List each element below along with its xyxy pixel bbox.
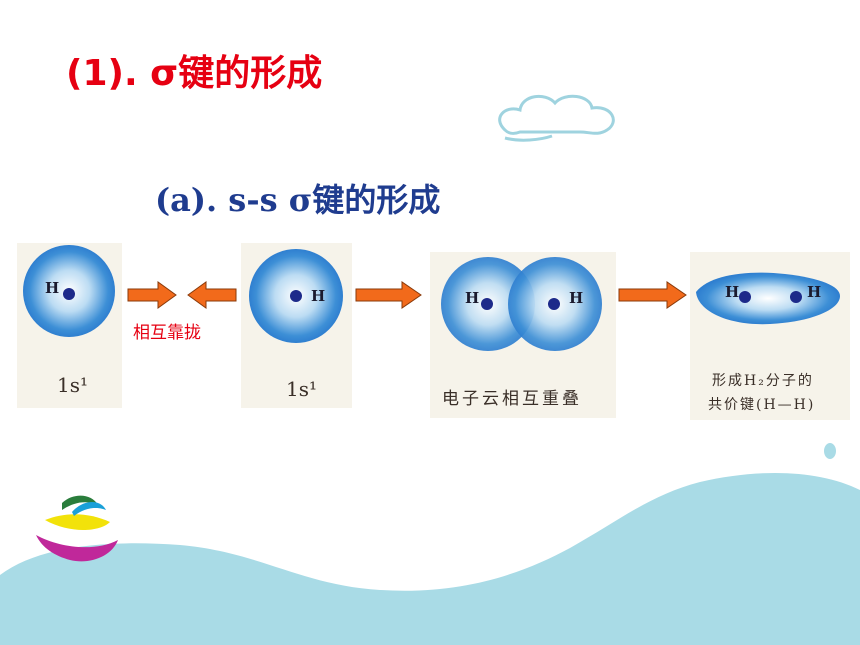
nucleus-dot bbox=[481, 298, 493, 310]
slide-subtitle: (a). s-s σ键的形成 bbox=[155, 181, 441, 219]
slide-title: (1). σ键的形成 bbox=[66, 53, 323, 94]
stage-panel-4: H H 形成H₂分子的 共价键(H—H) bbox=[690, 252, 850, 420]
nucleus-dot bbox=[63, 288, 75, 300]
boat-logo-icon bbox=[36, 495, 118, 562]
nucleus-dot bbox=[790, 291, 802, 303]
h2-molecule-diagram: H H bbox=[696, 272, 840, 325]
approach-label: 相互靠拢 bbox=[133, 323, 201, 343]
stage-caption-line-2: 共价键(H—H) bbox=[708, 397, 816, 413]
sea-wave bbox=[0, 472, 860, 645]
nucleus-dot bbox=[290, 290, 302, 302]
water-drop bbox=[824, 443, 836, 459]
atom-label: H bbox=[311, 287, 325, 305]
stage-caption: 电子云相互重叠 bbox=[442, 389, 582, 409]
stage-panel-2: H 1s¹ bbox=[241, 243, 352, 408]
stage-caption-line-1: 形成H₂分子的 bbox=[712, 373, 814, 389]
atom-label: H bbox=[45, 279, 59, 297]
atom-label: H bbox=[807, 283, 821, 301]
arrow-left-icon bbox=[187, 281, 237, 309]
stage-caption: 1s¹ bbox=[286, 377, 318, 401]
arrow-right-icon bbox=[355, 281, 422, 309]
cloud-icon bbox=[498, 94, 615, 142]
atom-label: H bbox=[465, 289, 479, 307]
atom-label: H bbox=[569, 289, 583, 307]
h-atom-diagram: H bbox=[23, 245, 115, 337]
approach-arrows bbox=[127, 281, 237, 309]
arrow-right-icon bbox=[618, 281, 687, 309]
stage-panel-1: H 1s¹ bbox=[17, 243, 122, 408]
overlap-diagram: H H bbox=[441, 257, 602, 351]
stage-panel-3: H H 电子云相互重叠 bbox=[430, 252, 616, 418]
nucleus-dot bbox=[739, 291, 751, 303]
h-atom-diagram: H bbox=[249, 249, 343, 343]
stage-caption: 1s¹ bbox=[57, 373, 89, 397]
nucleus-dot bbox=[548, 298, 560, 310]
electron-cloud bbox=[696, 272, 840, 325]
atom-label: H bbox=[725, 283, 739, 301]
arrow-right-icon bbox=[127, 281, 177, 309]
